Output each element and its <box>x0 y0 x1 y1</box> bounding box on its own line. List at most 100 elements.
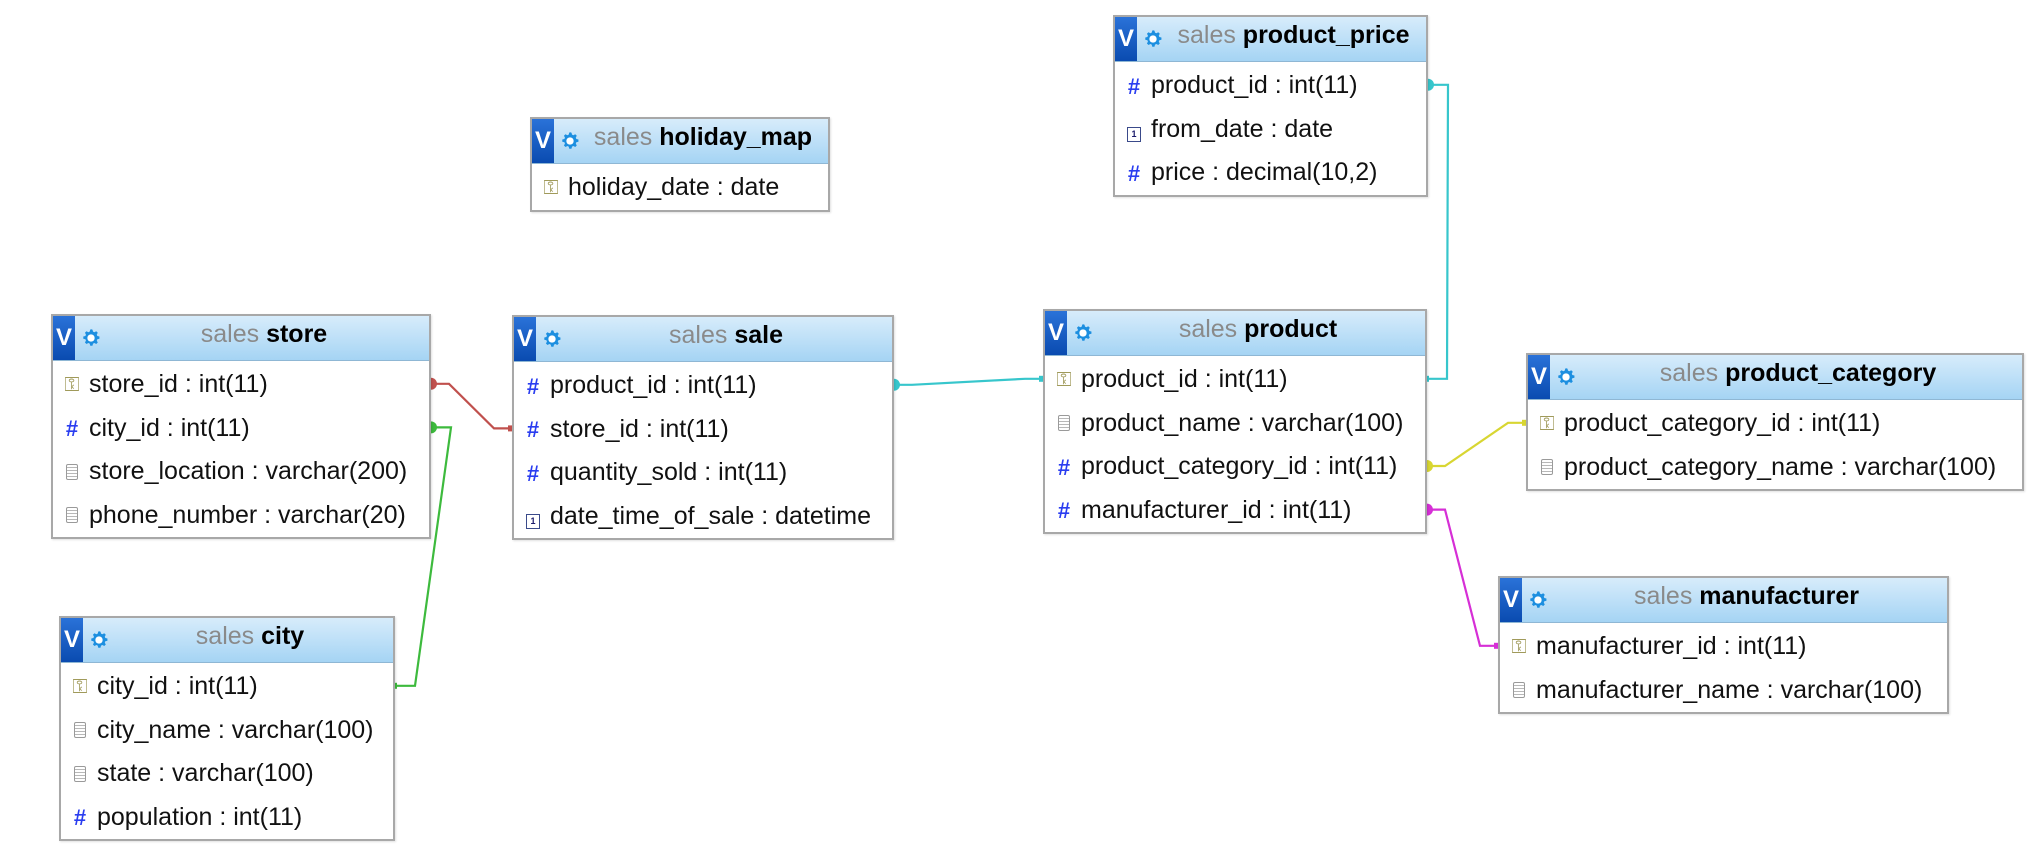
database-name: sales <box>593 123 660 151</box>
database-name: sales <box>195 622 262 650</box>
table-name: product <box>1244 315 1338 343</box>
table-title: sales product <box>1095 311 1421 355</box>
column-row[interactable]: #quantity_sold : int(11) <box>514 451 892 495</box>
column-row[interactable]: ⚿product_category_id : int(11) <box>1528 402 2022 446</box>
number-icon: # <box>1057 454 1071 480</box>
text-icon <box>69 709 91 753</box>
column-label: product_category_id : int(11) <box>1081 452 1398 481</box>
number-icon: # <box>65 416 79 442</box>
gear-icon[interactable] <box>559 130 581 152</box>
toggle-columns-button[interactable]: V <box>1115 17 1137 61</box>
gear-icon[interactable] <box>1142 28 1164 50</box>
gear-icon[interactable] <box>1555 366 1577 388</box>
number-icon: # <box>1127 160 1141 186</box>
column-row[interactable]: # manufacturer_id : int(11) <box>1045 489 1425 533</box>
relation-line <box>894 377 1043 386</box>
column-label: product_id : int(11) <box>550 371 757 399</box>
column-row[interactable]: state : varchar(100) <box>61 752 393 796</box>
table-title: sales store <box>103 316 425 360</box>
toggle-columns-button[interactable]: V <box>1045 311 1067 355</box>
toggle-columns-button[interactable]: V <box>514 317 536 361</box>
key-icon: ⚿ <box>1511 635 1527 658</box>
number-icon: # <box>1127 73 1141 99</box>
key-icon: ⚿ <box>1056 368 1072 391</box>
gear-icon[interactable] <box>80 327 102 349</box>
table-name: sale <box>734 321 783 349</box>
column-label: manufacturer_id : int(11) <box>1081 495 1352 524</box>
database-name: sales <box>1633 582 1700 610</box>
text-icon <box>1508 669 1530 713</box>
column-row[interactable]: phone_number : varchar(20) <box>53 494 429 538</box>
column-label: city_id : int(11) <box>97 672 258 700</box>
column-label: manufacturer_id : int(11) <box>1536 632 1807 660</box>
gear-icon[interactable] <box>1072 322 1094 344</box>
number-icon: # <box>526 417 540 443</box>
table-title: sales holiday_map <box>582 119 824 163</box>
column-row[interactable]: # price : decimal(10,2) <box>1115 151 1426 195</box>
table-name: product_price <box>1242 21 1410 49</box>
gear-icon[interactable] <box>1527 589 1549 611</box>
column-label: holiday_date : date <box>568 173 780 201</box>
table-title: sales city <box>111 618 389 662</box>
column-label: phone_number : varchar(20) <box>89 500 406 529</box>
table-name: holiday_map <box>659 123 813 151</box>
column-row[interactable]: #store_id : int(11) <box>514 408 892 452</box>
column-row[interactable]: ⚿ city_id : int(11) <box>61 665 393 709</box>
column-row[interactable]: #population : int(11) <box>61 796 393 840</box>
column-row[interactable]: ⚿product_id : int(11) <box>1045 358 1425 402</box>
column-row[interactable]: # product_category_id : int(11) <box>1045 445 1425 489</box>
relation-line <box>1427 83 1450 380</box>
column-row[interactable]: manufacturer_name : varchar(100) <box>1500 669 1947 713</box>
column-row[interactable]: product_category_name : varchar(100) <box>1528 446 2022 490</box>
database-name: sales <box>1659 359 1726 387</box>
column-row[interactable]: store_location : varchar(200) <box>53 450 429 494</box>
gear-icon[interactable] <box>88 629 110 651</box>
table-name: product_category <box>1725 359 1937 387</box>
key-icon: ⚿ <box>72 675 88 698</box>
column-row[interactable]: ⚿store_id : int(11) <box>53 363 429 407</box>
column-row[interactable]: product_name : varchar(100) <box>1045 402 1425 446</box>
table-name: manufacturer <box>1699 582 1860 610</box>
toggle-columns-button[interactable]: V <box>53 316 75 360</box>
table-title: sales product_category <box>1578 355 2018 399</box>
column-row[interactable]: city_name : varchar(100) <box>61 709 393 753</box>
column-row[interactable]: #product_id : int(11) <box>1115 64 1426 108</box>
column-label: city_id : int(11) <box>89 413 250 442</box>
column-label: product_category_name : varchar(100) <box>1564 452 1997 481</box>
number-icon: # <box>1057 498 1071 524</box>
table-name: city <box>261 622 305 650</box>
column-row[interactable]: #product_id : int(11) <box>514 364 892 408</box>
column-row[interactable]: ⚿ holiday_date : date <box>532 166 828 210</box>
column-row[interactable]: # city_id : int(11) <box>53 407 429 451</box>
toggle-columns-button[interactable]: V <box>61 618 83 662</box>
number-icon: # <box>73 805 87 831</box>
column-label: from_date : date <box>1151 114 1334 143</box>
toggle-columns-button[interactable]: V <box>532 119 554 163</box>
column-label: price : decimal(10,2) <box>1151 158 1378 187</box>
toggle-columns-button[interactable]: V <box>1500 578 1522 622</box>
relation-line <box>431 382 512 430</box>
column-row[interactable]: ⚿ manufacturer_id : int(11) <box>1500 625 1947 669</box>
column-label: store_location : varchar(200) <box>89 457 408 486</box>
gear-icon[interactable] <box>541 328 563 350</box>
key-icon: ⚿ <box>543 176 559 199</box>
toggle-columns-button[interactable]: V <box>1528 355 1550 399</box>
